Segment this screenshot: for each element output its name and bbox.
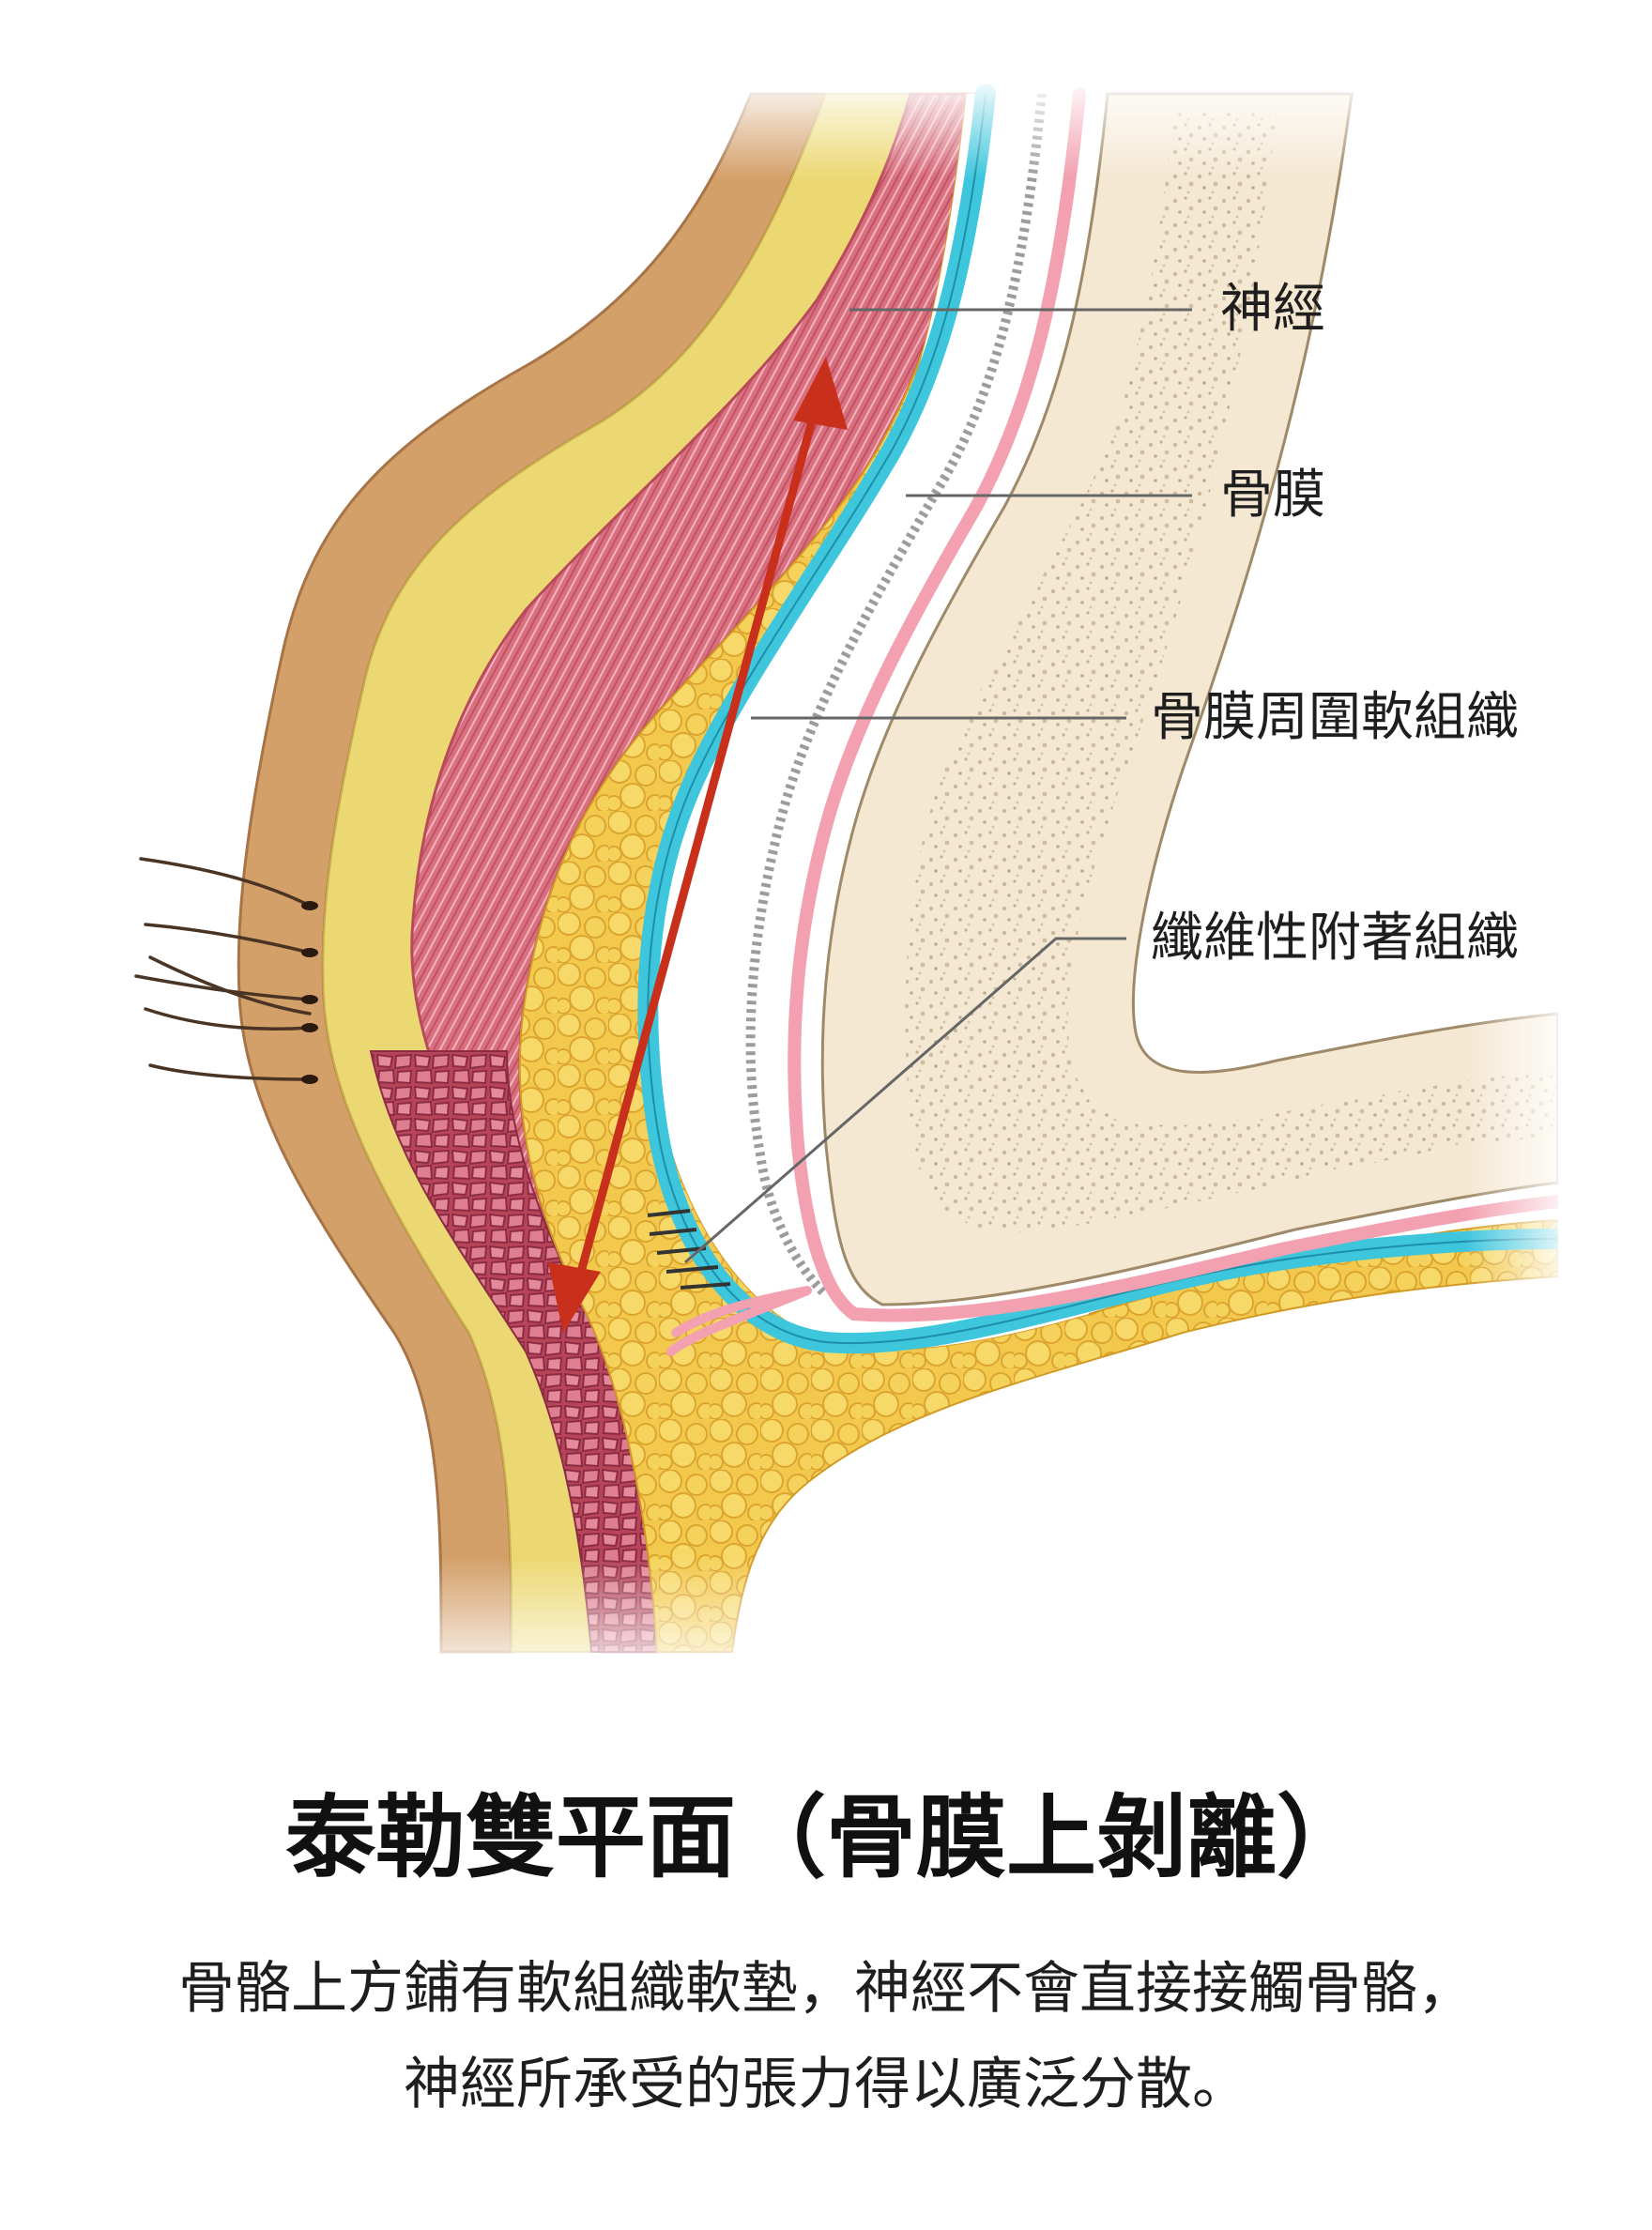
fibrous-attachment-fibers — [647, 1209, 731, 1290]
right-margin — [1558, 0, 1652, 1689]
leader-fibrous-attachment — [684, 937, 1126, 1264]
hair-strands — [134, 857, 312, 1081]
description-line-1: 骨骼上方鋪有軟組織軟墊，神經不會直接接觸骨骼， — [178, 1956, 1474, 2022]
nerve-outline — [647, 93, 1559, 1345]
label-fibrous-attachment: 纖維性附著組織 — [1151, 908, 1519, 969]
fibrous-attachment-join — [666, 1286, 812, 1356]
periosteum-band — [788, 87, 1565, 1322]
label-nerve: 神經 — [1220, 279, 1325, 340]
leader-lines — [684, 308, 1192, 1264]
bone-marrow-speckle — [905, 113, 1558, 1232]
label-periosteal-soft-tissue: 骨膜周圍軟組織 — [1151, 687, 1519, 748]
loose-areolar-space — [650, 94, 1089, 1350]
arrowhead-bottom — [548, 1262, 601, 1333]
description-line-2: 神經所承受的張力得以廣泛分散。 — [404, 2052, 1248, 2117]
label-periosteum: 骨膜 — [1220, 465, 1325, 526]
figure-title: 泰勒雙平面（骨膜上剝離） — [285, 1785, 1367, 1890]
tension-arrow — [548, 357, 848, 1333]
anatomy-diagram — [0, 0, 1652, 1689]
periosteal-soft-tissue-band — [745, 93, 1047, 1299]
arrowhead-top — [793, 357, 848, 430]
bottom-fade — [0, 1558, 1652, 1689]
hair-follicles — [301, 901, 318, 1084]
top-fade — [0, 75, 1652, 178]
